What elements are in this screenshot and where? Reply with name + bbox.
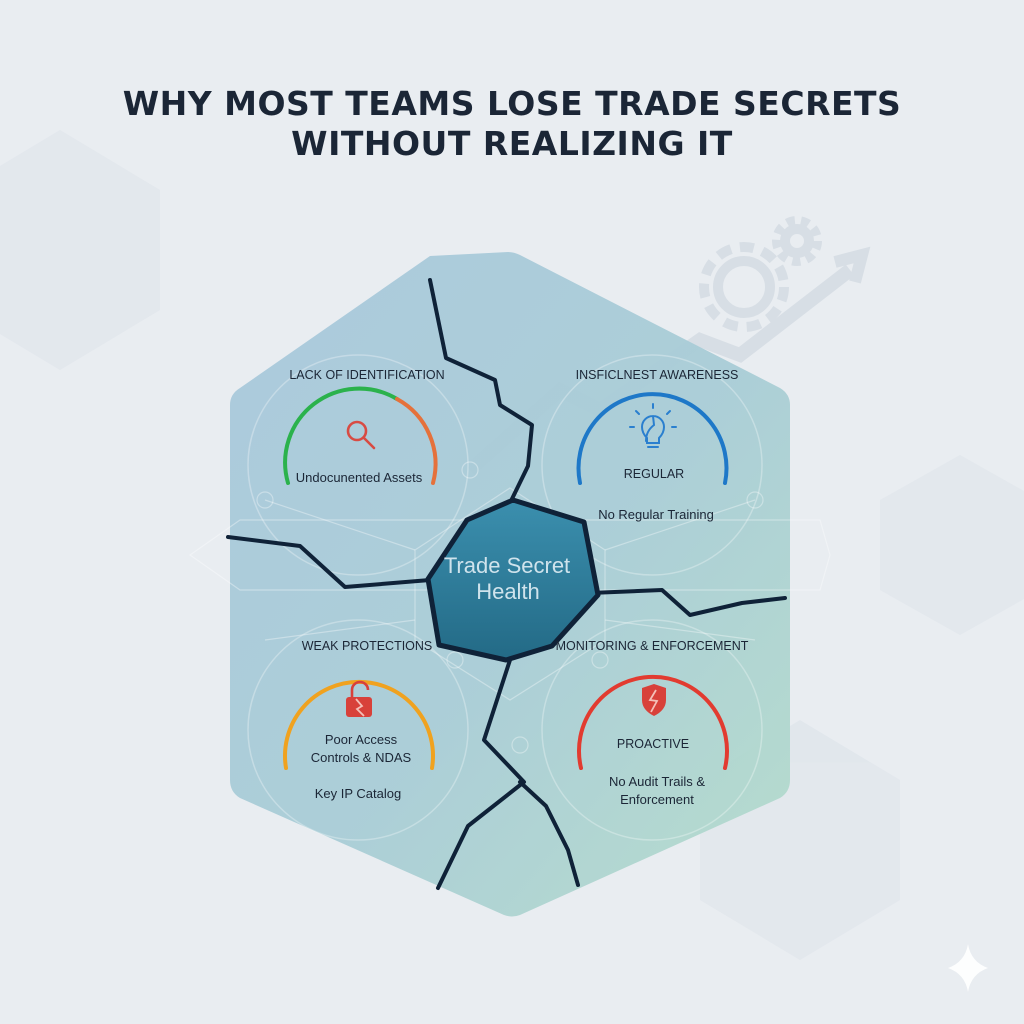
identification-heading: LACK OF IDENTIFICATION bbox=[289, 368, 444, 382]
monitoring-label-line-2: Enforcement bbox=[620, 792, 694, 807]
awareness-status: REGULAR bbox=[624, 467, 684, 481]
center-title-line-2: Health bbox=[476, 579, 540, 604]
monitoring-heading: MONITORING & ENFORCEMENT bbox=[556, 639, 749, 653]
monitoring-label-line-1: No Audit Trails & bbox=[609, 774, 705, 789]
center-title-line-1: Trade Secret bbox=[444, 553, 570, 578]
awareness-label: No Regular Training bbox=[598, 507, 714, 522]
protections-label-line-2: Controls & NDAS bbox=[311, 750, 412, 765]
identification-label: Undocunented Assets bbox=[296, 470, 423, 485]
monitoring-status: PROACTIVE bbox=[617, 737, 689, 751]
protections-heading: WEAK PROTECTIONS bbox=[302, 639, 433, 653]
awareness-heading: INSFICLNEST AWARENESS bbox=[576, 368, 739, 382]
protections-label-line-1: Poor Access bbox=[325, 732, 398, 747]
protections-footer: Key IP Catalog bbox=[315, 786, 401, 801]
sparkle-icon bbox=[948, 944, 988, 992]
